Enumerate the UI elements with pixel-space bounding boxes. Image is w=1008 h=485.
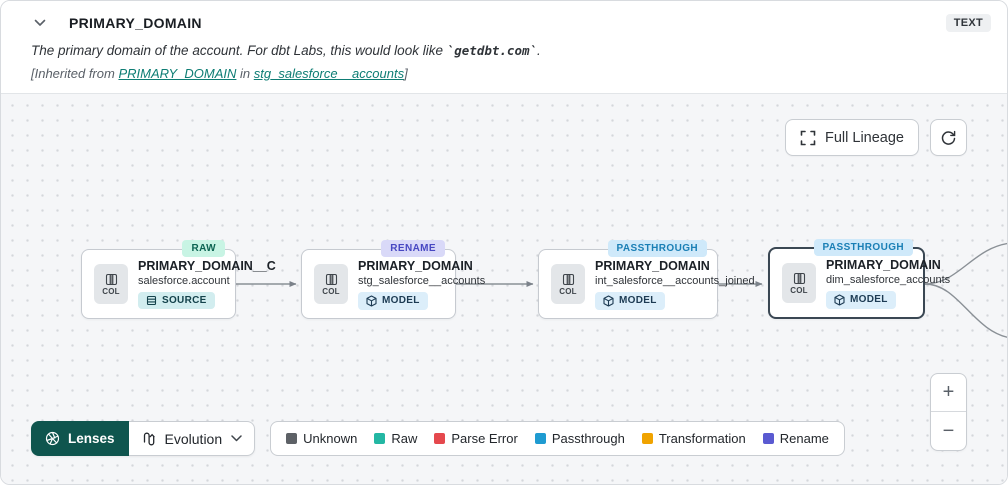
node-title: PRIMARY_DOMAIN [595,258,710,273]
chevron-down-icon [231,435,242,442]
fullscreen-icon [800,130,816,146]
legend-label: Transformation [658,431,746,446]
legend-swatch-passthrough [534,433,546,444]
legend-swatch-transformation [641,433,653,444]
node-title: PRIMARY_DOMAIN__C [138,259,276,273]
zoom-controls: + − [930,373,967,451]
lineage-canvas[interactable]: Full Lineage RAW COL PRIMARY_DOMAIN__C s… [1,94,1007,484]
legend-label: Raw [391,431,418,446]
node-title: PRIMARY_DOMAIN [826,257,941,272]
legend-item: Rename [762,431,829,446]
column-description: The primary domain of the account. For d… [31,43,991,58]
model-cube-icon [834,293,845,306]
full-lineage-button[interactable]: Full Lineage [785,119,919,156]
resource-chip: MODEL [826,290,896,309]
lens-legend: Unknown Raw Parse Error Passthrough Tran… [270,421,845,456]
node-subtitle: stg_salesforce__accounts [358,274,486,287]
refresh-button[interactable] [930,119,967,156]
collapse-chevron-icon[interactable] [29,12,51,34]
status-badge: RENAME [381,240,445,257]
inherited-model-link[interactable]: stg_salesforce__accounts [253,66,405,81]
node-subtitle: int_salesforce__accounts_joined [595,274,755,287]
inherited-prefix: [Inherited from [31,66,119,81]
resource-type-label: MODEL [619,295,657,306]
status-badge: PASSTHROUGH [813,239,913,256]
column-header: PRIMARY_DOMAIN TEXT The primary domain o… [1,1,1007,94]
refresh-icon [940,129,957,146]
lenses-label: Lenses [68,431,115,446]
legend-swatch-unknown [286,433,298,444]
model-cube-icon [603,294,614,307]
legend-label: Passthrough [551,431,625,446]
legend-item: Unknown [286,431,357,446]
canvas-footer-bar: Lenses Evolution Unknown [31,421,845,456]
zoom-in-button[interactable]: + [931,374,966,412]
column-chip: COL [314,264,348,304]
resource-chip: MODEL [358,291,428,310]
resource-type-label: SOURCE [162,295,207,306]
lineage-node-intermediate[interactable]: PASSTHROUGH COL PRIMARY_DOMAIN int_sales… [538,240,755,319]
legend-label: Unknown [303,431,358,446]
col-label: COL [559,286,577,296]
lineage-node-staging[interactable]: RENAME COL PRIMARY_DOMAIN stg_salesforce… [301,240,485,319]
legend-swatch-raw [374,433,386,444]
status-badge: PASSTHROUGH [607,240,707,257]
legend-label: Parse Error [451,431,518,446]
legend-item: Passthrough [534,431,625,446]
zoom-out-button[interactable]: − [931,412,966,450]
lineage-node-dim-selected[interactable]: PASSTHROUGH COL PRIMARY_DOMAIN dim_sales… [768,239,950,319]
status-badge: RAW [182,240,225,257]
full-lineage-label: Full Lineage [825,129,904,146]
column-type-badge: TEXT [945,14,991,32]
resource-chip: MODEL [595,291,665,310]
node-subtitle: dim_salesforce_accounts [826,273,951,286]
lineage-node-source[interactable]: RAW COL PRIMARY_DOMAIN__C salesforce.acc… [81,240,276,319]
source-icon [146,295,157,306]
legend-item: Transformation [641,431,746,446]
inherited-middle: in [236,66,254,81]
column-title: PRIMARY_DOMAIN [69,15,202,31]
description-period: . [537,43,541,58]
inherited-suffix: ] [404,66,408,81]
description-inline-code: `getdbt.com` [446,43,538,58]
column-icon [562,273,575,286]
node-title: PRIMARY_DOMAIN [358,258,473,273]
resource-chip: SOURCE [138,292,215,309]
evolution-route-icon [141,431,156,447]
resource-type-label: MODEL [850,294,888,305]
col-label: COL [102,286,120,296]
legend-swatch-rename [762,433,774,444]
inherited-column-link[interactable]: PRIMARY_DOMAIN [118,66,237,81]
legend-label: Rename [779,431,829,446]
column-icon [105,273,118,286]
lenses-button[interactable]: Lenses [31,421,129,456]
col-label: COL [790,285,808,295]
lens-dropdown[interactable]: Evolution [128,421,256,456]
column-chip: COL [782,263,816,303]
lenses-aperture-icon [45,431,60,446]
legend-item: Raw [374,431,417,446]
legend-item: Parse Error [434,431,518,446]
model-cube-icon [366,294,377,307]
column-chip: COL [551,264,585,304]
lens-control: Lenses Evolution [31,421,256,456]
column-chip: COL [94,264,128,304]
resource-type-label: MODEL [382,295,420,306]
col-label: COL [322,286,340,296]
inherited-note: [Inherited from PRIMARY_DOMAIN in stg_sa… [31,66,991,81]
lens-selected-value: Evolution [164,430,223,447]
node-subtitle: salesforce.account [138,275,230,287]
column-icon [793,272,806,285]
column-icon [325,273,338,286]
legend-swatch-parse-error [434,433,446,444]
description-text: The primary domain of the account. For d… [31,43,447,58]
